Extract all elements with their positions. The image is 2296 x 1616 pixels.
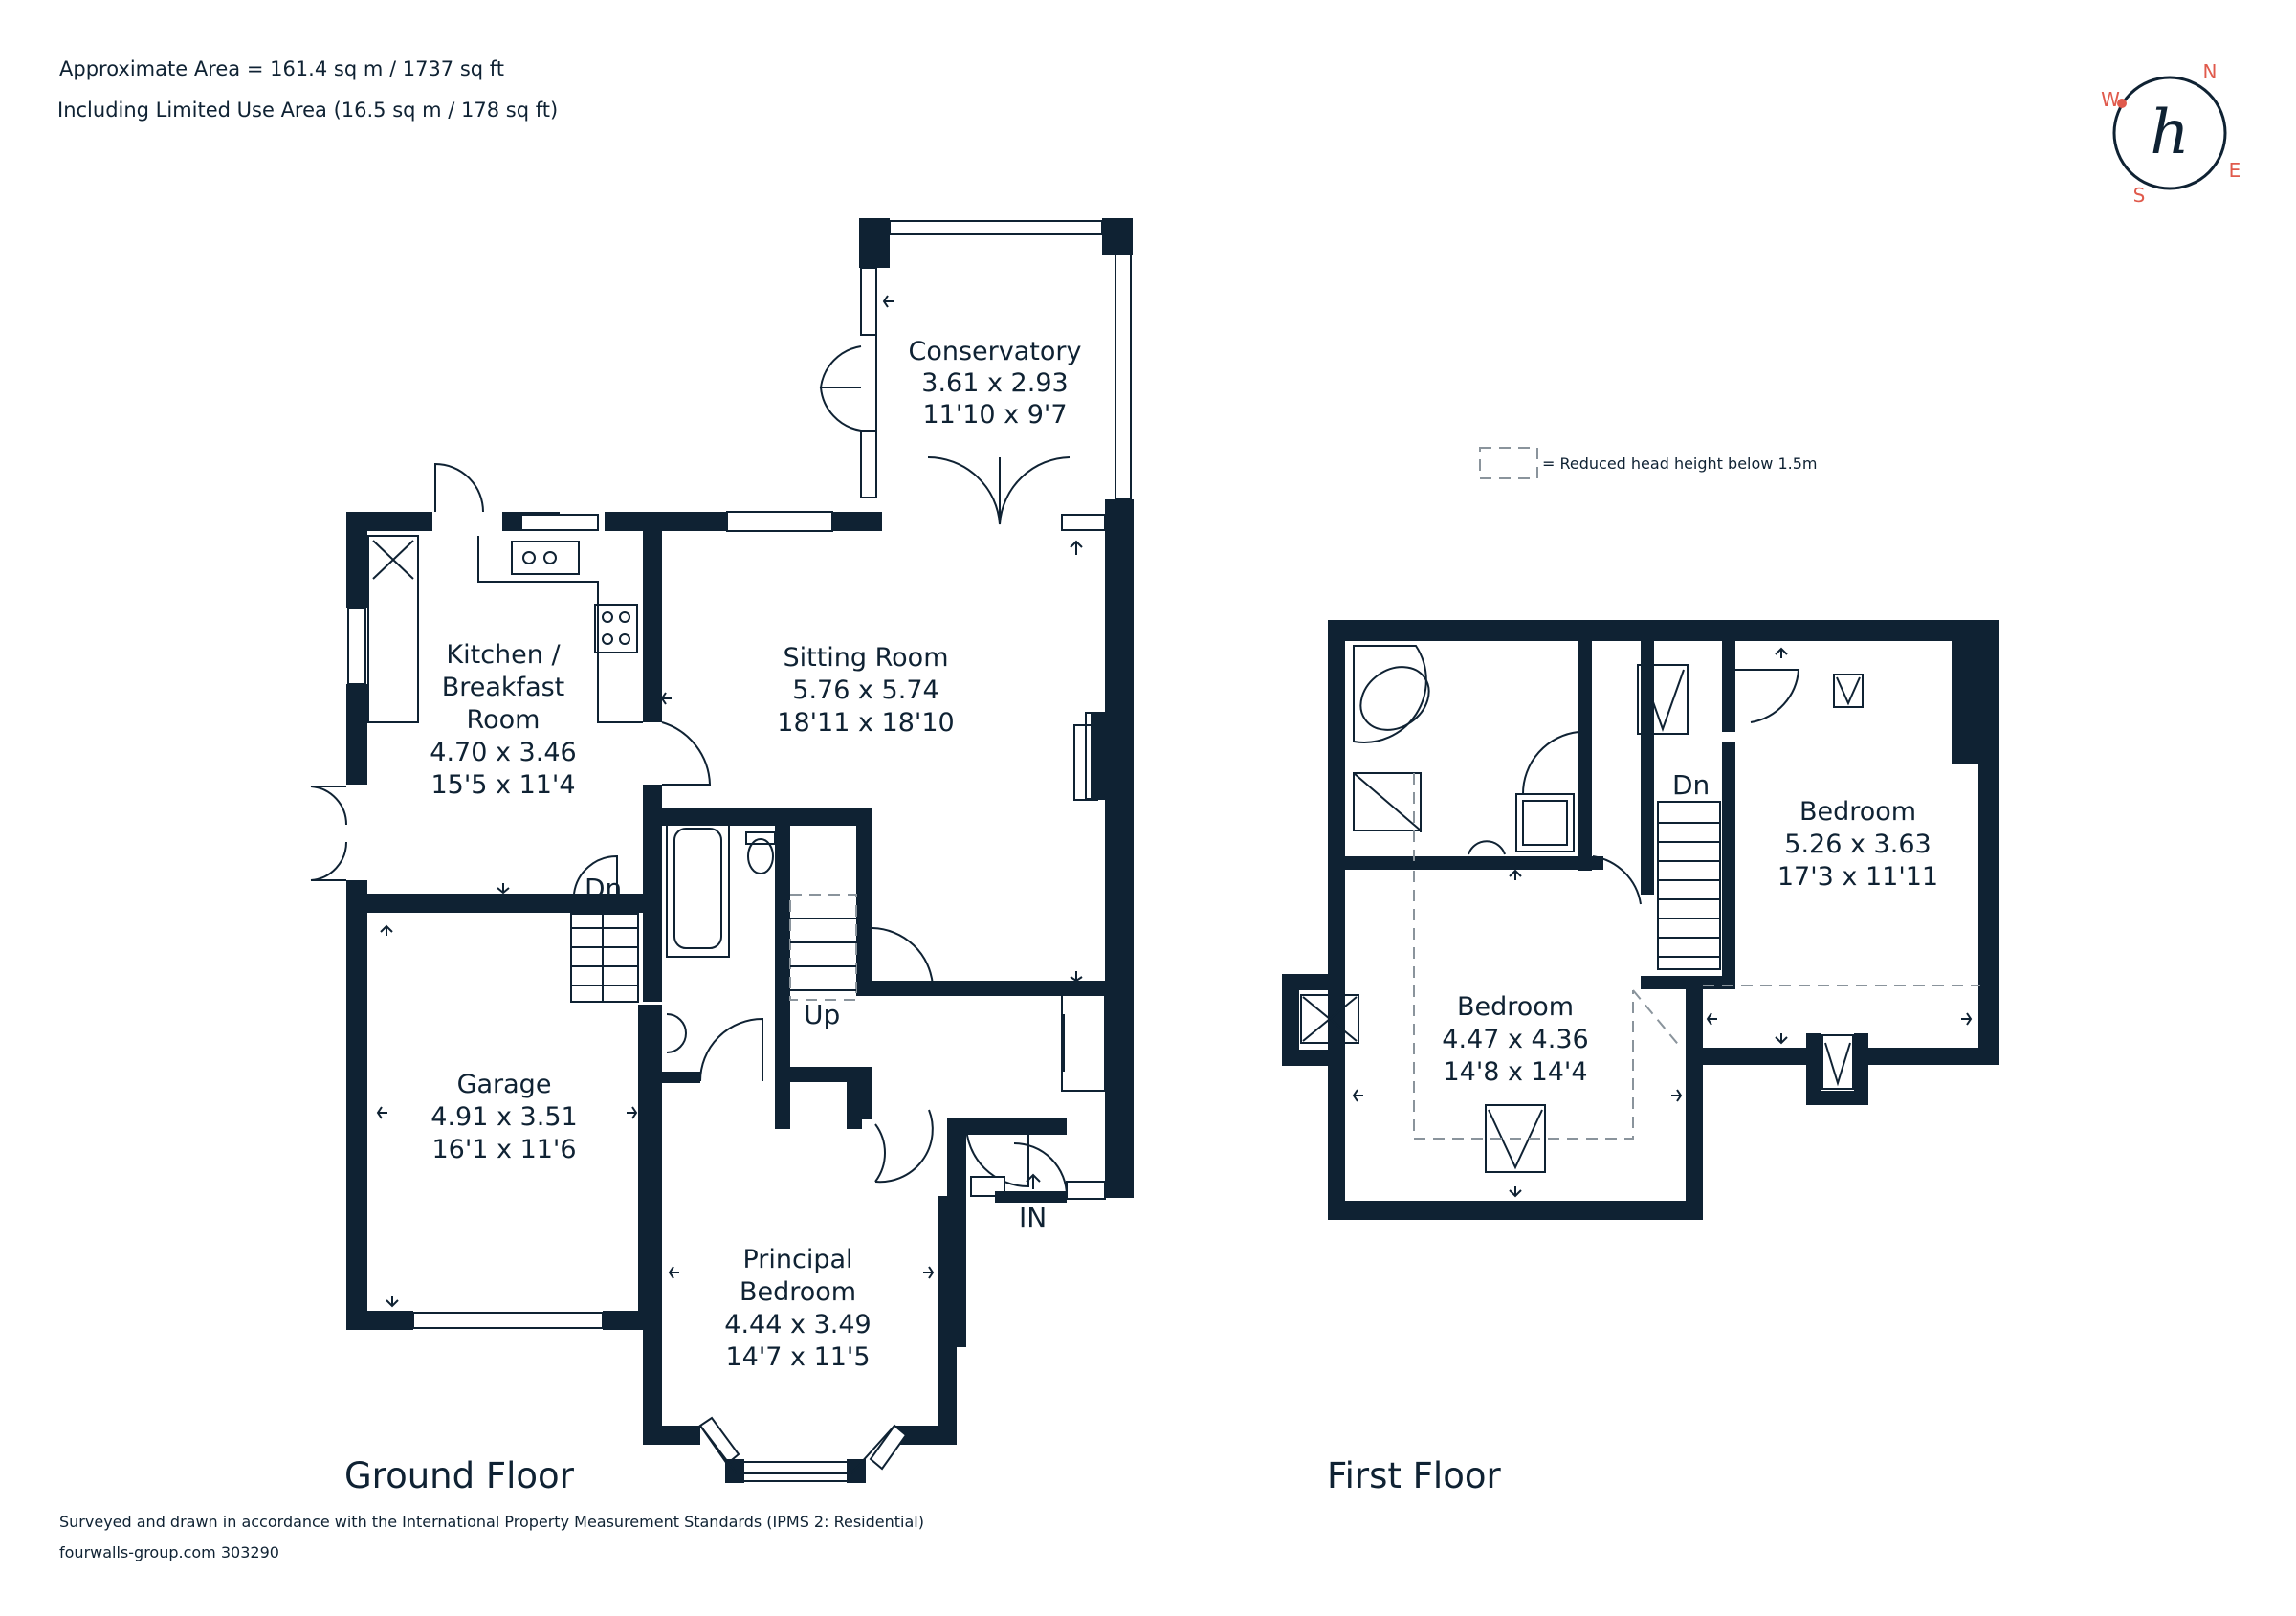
legend-text: = Reduced head height below 1.5m — [1542, 454, 1817, 473]
logo-glyph: h — [2150, 98, 2189, 168]
compass-south: S — [2133, 184, 2146, 207]
sitting-metric: 5.76 x 5.74 — [792, 675, 938, 705]
first-floor-plan: Bedroom 5.26 x 3.63 17'3 x 11'11 Bedroom… — [1282, 620, 1999, 1496]
room-garage: Garage 4.91 x 3.51 16'1 x 11'6 — [430, 1070, 577, 1164]
bedroom-right-name: Bedroom — [1799, 797, 1916, 827]
kitchen-name-line2: Breakfast — [442, 673, 565, 702]
reference-note: fourwalls-group.com 303290 — [59, 1543, 279, 1561]
bedroom-left-metric: 4.47 x 4.36 — [1442, 1025, 1588, 1054]
ground-stairs-up — [789, 894, 857, 1001]
principal-metric: 4.44 x 3.49 — [724, 1310, 871, 1339]
conservatory-metric: 3.61 x 2.93 — [921, 368, 1068, 398]
compass-ring — [2112, 76, 2227, 190]
room-conservatory: Conservatory 3.61 x 2.93 11'10 x 9'7 — [909, 337, 1082, 430]
approximate-area-text: Approximate Area = 161.4 sq m / 1737 sq … — [59, 57, 504, 80]
bedroom-right-imperial: 17'3 x 11'11 — [1777, 862, 1938, 892]
survey-note: Surveyed and drawn in accordance with th… — [59, 1513, 924, 1531]
kitchen-name-line3: Room — [467, 705, 541, 735]
room-principal-bedroom: Principal Bedroom 4.44 x 3.49 14'7 x 11'… — [724, 1245, 871, 1372]
ground-stairs-down — [570, 913, 639, 1003]
kitchen-metric: 4.70 x 3.46 — [430, 738, 576, 767]
garage-imperial: 16'1 x 11'6 — [431, 1135, 576, 1164]
limited-use-area-text: Including Limited Use Area (16.5 sq m / … — [57, 99, 558, 122]
room-bedroom-right: Bedroom 5.26 x 3.63 17'3 x 11'11 — [1777, 797, 1938, 892]
bedroom-left-imperial: 14'8 x 14'4 — [1443, 1057, 1587, 1087]
kitchen-imperial: 15'5 x 11'4 — [430, 770, 575, 800]
room-bedroom-left: Bedroom 4.47 x 4.36 14'8 x 14'4 — [1442, 992, 1588, 1087]
sitting-name: Sitting Room — [783, 643, 948, 673]
first-floor-title: First Floor — [1327, 1455, 1501, 1496]
conservatory-walls — [859, 218, 1133, 499]
conservatory-name: Conservatory — [909, 337, 1082, 366]
ground-floor-title: Ground Floor — [344, 1455, 575, 1496]
ground-dn-label: Dn — [585, 873, 622, 904]
compass-east: E — [2229, 159, 2241, 182]
room-sitting: Sitting Room 5.76 x 5.74 18'11 x 18'10 — [777, 643, 954, 738]
ground-dimension-marks — [376, 295, 1083, 1308]
garage-metric: 4.91 x 3.51 — [430, 1102, 577, 1132]
compass-north: N — [2203, 60, 2218, 83]
sitting-imperial: 18'11 x 18'10 — [777, 708, 954, 738]
kitchen-name-line1: Kitchen / — [446, 640, 561, 670]
conservatory-imperial: 11'10 x 9'7 — [922, 400, 1067, 430]
bedroom-left-name: Bedroom — [1457, 992, 1574, 1022]
compass-logo: h N E S W — [2101, 60, 2241, 207]
ground-floor-plan: Conservatory 3.61 x 2.93 11'10 x 9'7 Kit… — [310, 218, 1134, 1496]
compass-west: W — [2101, 88, 2120, 111]
legend: = Reduced head height below 1.5m — [1479, 447, 1817, 479]
bedroom-right-metric: 5.26 x 3.63 — [1784, 830, 1931, 859]
garage-name: Garage — [457, 1070, 552, 1099]
room-kitchen: Kitchen / Breakfast Room 4.70 x 3.46 15'… — [430, 640, 576, 800]
compass-dot — [2117, 99, 2127, 108]
entrance-in-label: IN — [1019, 1202, 1047, 1233]
first-dn-label: Dn — [1672, 769, 1710, 801]
first-stairs-down — [1657, 801, 1721, 970]
ground-up-label: Up — [804, 999, 840, 1030]
principal-name-line1: Principal — [742, 1245, 852, 1274]
legend-dashed-box — [1479, 447, 1538, 479]
principal-imperial: 14'7 x 11'5 — [725, 1342, 870, 1372]
principal-name-line2: Bedroom — [740, 1277, 856, 1307]
